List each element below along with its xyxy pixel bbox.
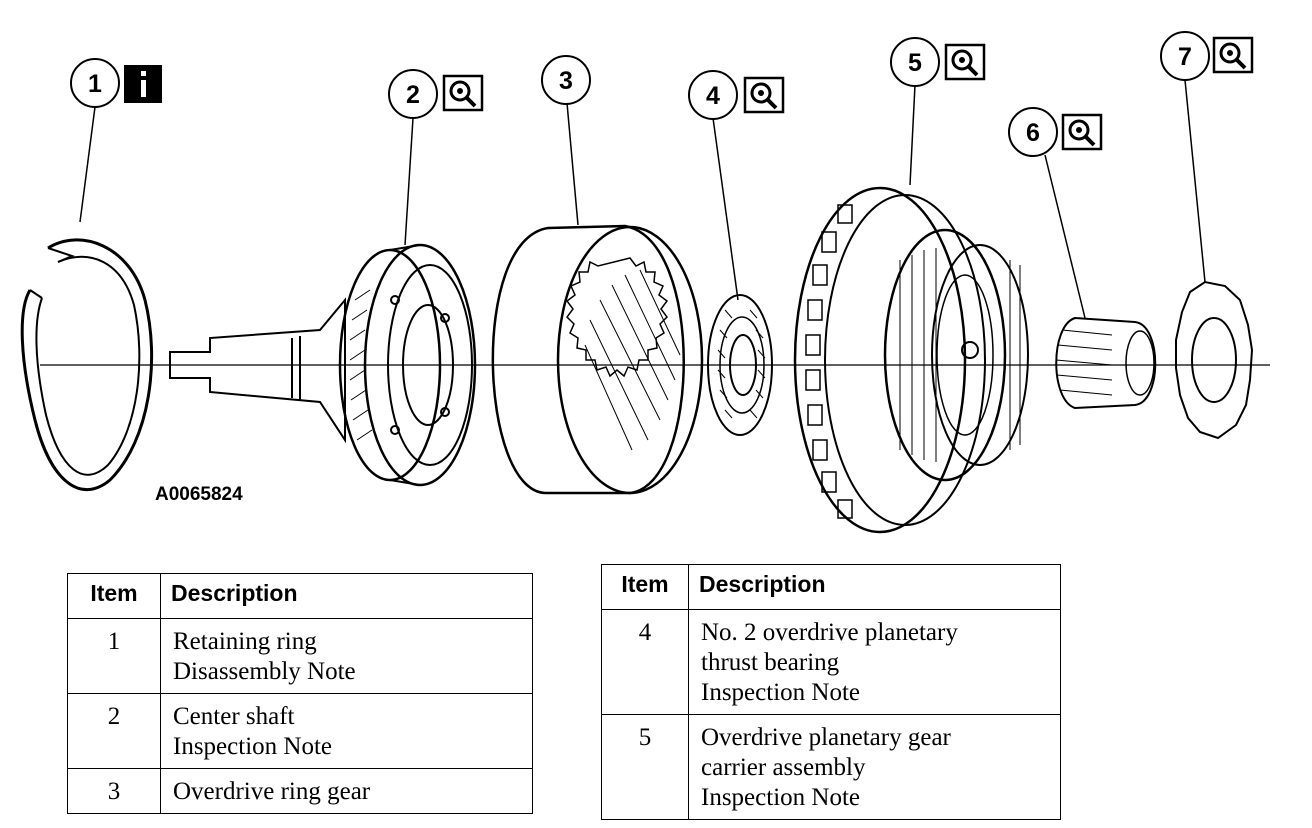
item-description: Overdrive planetary gear carrier assembl… <box>688 714 1061 820</box>
description-line: Inspection Note <box>173 733 332 760</box>
callout-circle-1 <box>70 58 120 108</box>
description-line: thrust bearing <box>701 649 840 676</box>
description-line: No. 2 overdrive planetary <box>701 619 958 646</box>
leader-lines <box>79 79 1206 319</box>
item-number: 4 <box>601 609 689 715</box>
item-number: 1 <box>67 618 161 694</box>
parts-table-1: Item Description 1 Retaining ring Disass… <box>67 573 533 814</box>
callout-circle-6 <box>1008 107 1058 157</box>
thrust-washer <box>1175 280 1254 440</box>
callout-number-2: 2 <box>406 81 420 109</box>
item-number: 2 <box>67 693 161 769</box>
parts-table-2: Item Description 4 No. 2 overdrive plane… <box>601 564 1061 820</box>
magnifier-icon <box>743 76 785 114</box>
callout-number-4: 4 <box>706 82 720 110</box>
item-number: 5 <box>601 714 689 820</box>
magnifier-icon <box>1061 113 1103 151</box>
column-header-description: Description <box>688 564 1061 610</box>
description-line: Overdrive ring gear <box>173 778 371 805</box>
table-row: 3 Overdrive ring gear <box>67 768 533 814</box>
table-header-row: Item Description <box>601 564 1061 610</box>
description-line: Disassembly Note <box>173 658 356 685</box>
callout-number-6: 6 <box>1026 119 1040 147</box>
table-header-row: Item Description <box>67 573 533 619</box>
info-icon <box>124 65 162 103</box>
magnifier-icon <box>944 43 986 81</box>
description-line: Inspection Note <box>701 784 860 811</box>
retaining-ring <box>20 238 154 492</box>
item-description: Retaining ring Disassembly Note <box>160 618 533 694</box>
callout-circle-2 <box>388 69 438 119</box>
description-line: Retaining ring <box>173 628 317 655</box>
callout-circle-4 <box>688 70 738 120</box>
callout-number-5: 5 <box>908 49 922 77</box>
magnifier-icon <box>1212 36 1254 74</box>
callout-circle-3 <box>541 55 591 105</box>
item-description: No. 2 overdrive planetary thrust bearing… <box>688 609 1061 715</box>
column-header-item: Item <box>67 573 161 619</box>
table-row: 2 Center shaft Inspection Note <box>67 693 533 769</box>
item-description: Overdrive ring gear <box>160 768 533 814</box>
table-row: 5 Overdrive planetary gear carrier assem… <box>601 714 1061 820</box>
item-number: 3 <box>67 768 161 814</box>
item-description: Center shaft Inspection Note <box>160 693 533 769</box>
table-row: 4 No. 2 overdrive planetary thrust beari… <box>601 609 1061 715</box>
description-line: Overdrive planetary gear <box>701 724 951 751</box>
callout-number-7: 7 <box>1178 43 1192 71</box>
callout-circle-5 <box>890 37 940 87</box>
magnifier-icon <box>442 74 484 112</box>
overdrive-ring-gear <box>491 224 704 495</box>
sun-gear <box>1055 316 1157 410</box>
description-line: Center shaft <box>173 703 295 730</box>
callout-circle-7 <box>1160 31 1210 81</box>
callout-number-1: 1 <box>88 70 102 98</box>
column-header-description: Description <box>160 573 533 619</box>
exploded-parts-diagram: 1 2 3 4 5 6 7 <box>20 31 1270 534</box>
callout-number-3: 3 <box>559 67 573 95</box>
description-line: Inspection Note <box>701 679 860 706</box>
description-line: carrier assembly <box>701 754 866 781</box>
planetary-gear-carrier <box>793 186 1029 534</box>
table-row: 1 Retaining ring Disassembly Note <box>67 618 533 694</box>
figure-id: A0065824 <box>155 484 243 505</box>
column-header-item: Item <box>601 564 689 610</box>
